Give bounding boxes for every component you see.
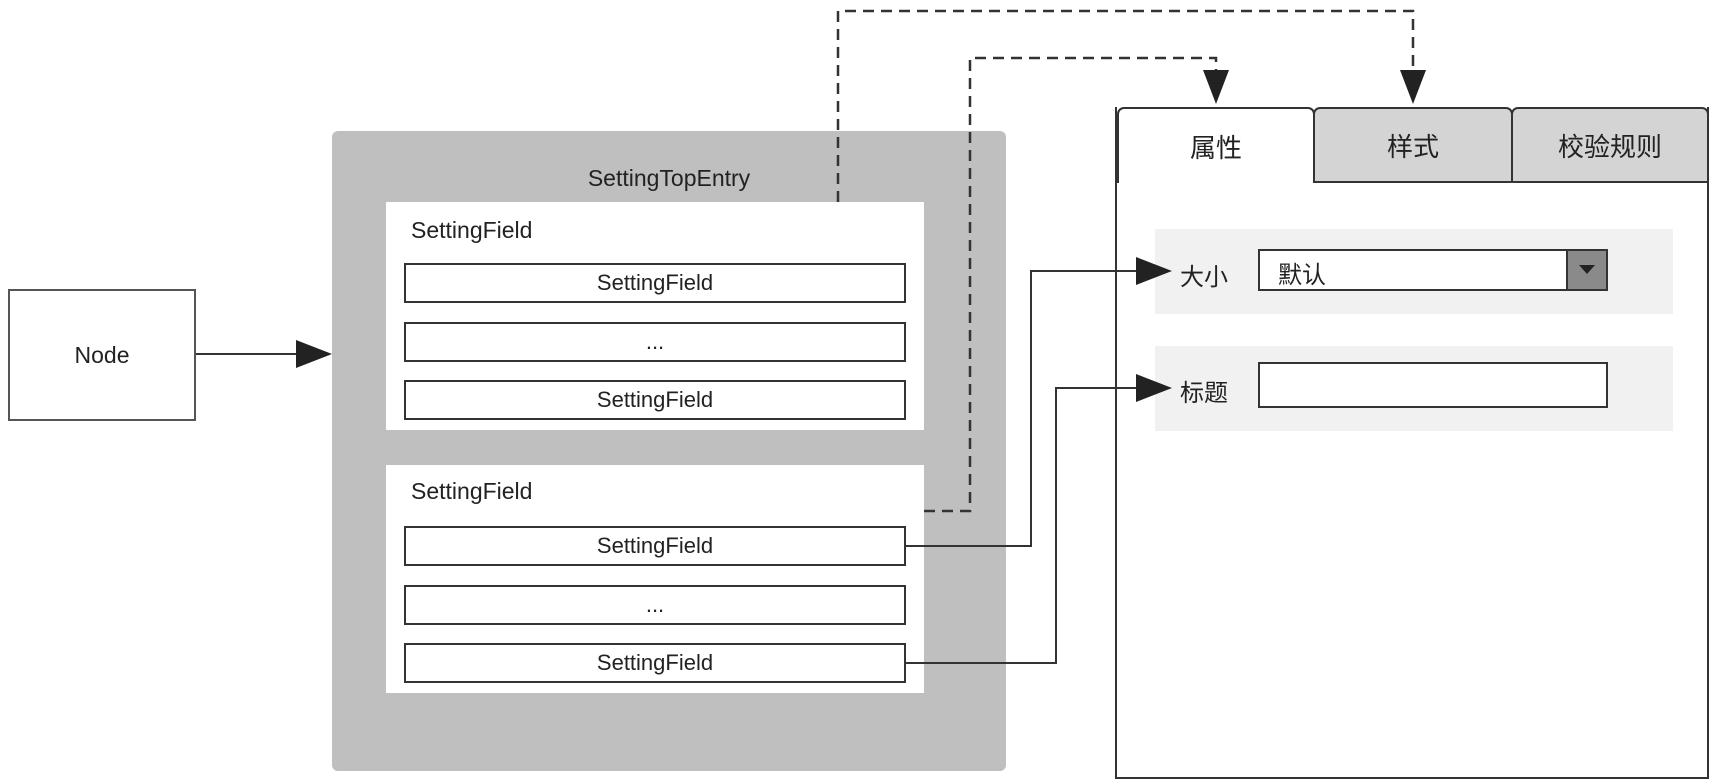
tab-validation-rules-label: 校验规则 — [1557, 131, 1662, 162]
title-label: 标题 — [1180, 380, 1228, 407]
field-label: SettingField — [596, 650, 714, 675]
node-box: Node — [8, 289, 196, 421]
triangle-down-icon — [1579, 265, 1595, 274]
size-select-value: 默认 — [1278, 262, 1326, 289]
field-label: SettingField — [596, 270, 714, 295]
node-label: Node — [74, 341, 130, 368]
dashed-group-to-properties-tab — [924, 56, 1229, 513]
group-1-field-3: SettingField — [404, 380, 906, 420]
group-2-field-3: SettingField — [404, 643, 906, 683]
title-input[interactable] — [1258, 362, 1608, 408]
size-select-dropdown-button[interactable] — [1566, 249, 1608, 291]
field-label: SettingField — [596, 387, 714, 412]
group-1-field-1: SettingField — [404, 263, 906, 303]
size-label: 大小 — [1180, 264, 1228, 291]
field-label: ... — [645, 592, 665, 617]
tab-style[interactable]: 样式 — [1313, 107, 1513, 183]
tab-validation-rules[interactable]: 校验规则 — [1511, 107, 1709, 183]
tab-style-label: 样式 — [1386, 131, 1439, 162]
settings-panel — [1115, 107, 1709, 779]
setting-top-entry-label: SettingTopEntry — [587, 165, 751, 191]
field-label: ... — [645, 329, 665, 354]
tab-properties[interactable]: 属性 — [1117, 107, 1315, 183]
arrow-field-to-title — [906, 374, 1172, 664]
group-2-label: SettingField — [411, 478, 533, 504]
arrow-node-to-entry — [196, 340, 332, 368]
group-2-field-1: SettingField — [404, 526, 906, 566]
group-1-label: SettingField — [411, 217, 533, 243]
field-label: SettingField — [596, 533, 714, 558]
size-select[interactable] — [1258, 249, 1608, 291]
dashed-entry-to-style-tab — [836, 9, 1426, 202]
group-1-field-2: ... — [404, 322, 906, 362]
tab-properties-label: 属性 — [1189, 132, 1242, 163]
group-2-field-2: ... — [404, 585, 906, 625]
arrow-field-to-size — [906, 257, 1172, 547]
